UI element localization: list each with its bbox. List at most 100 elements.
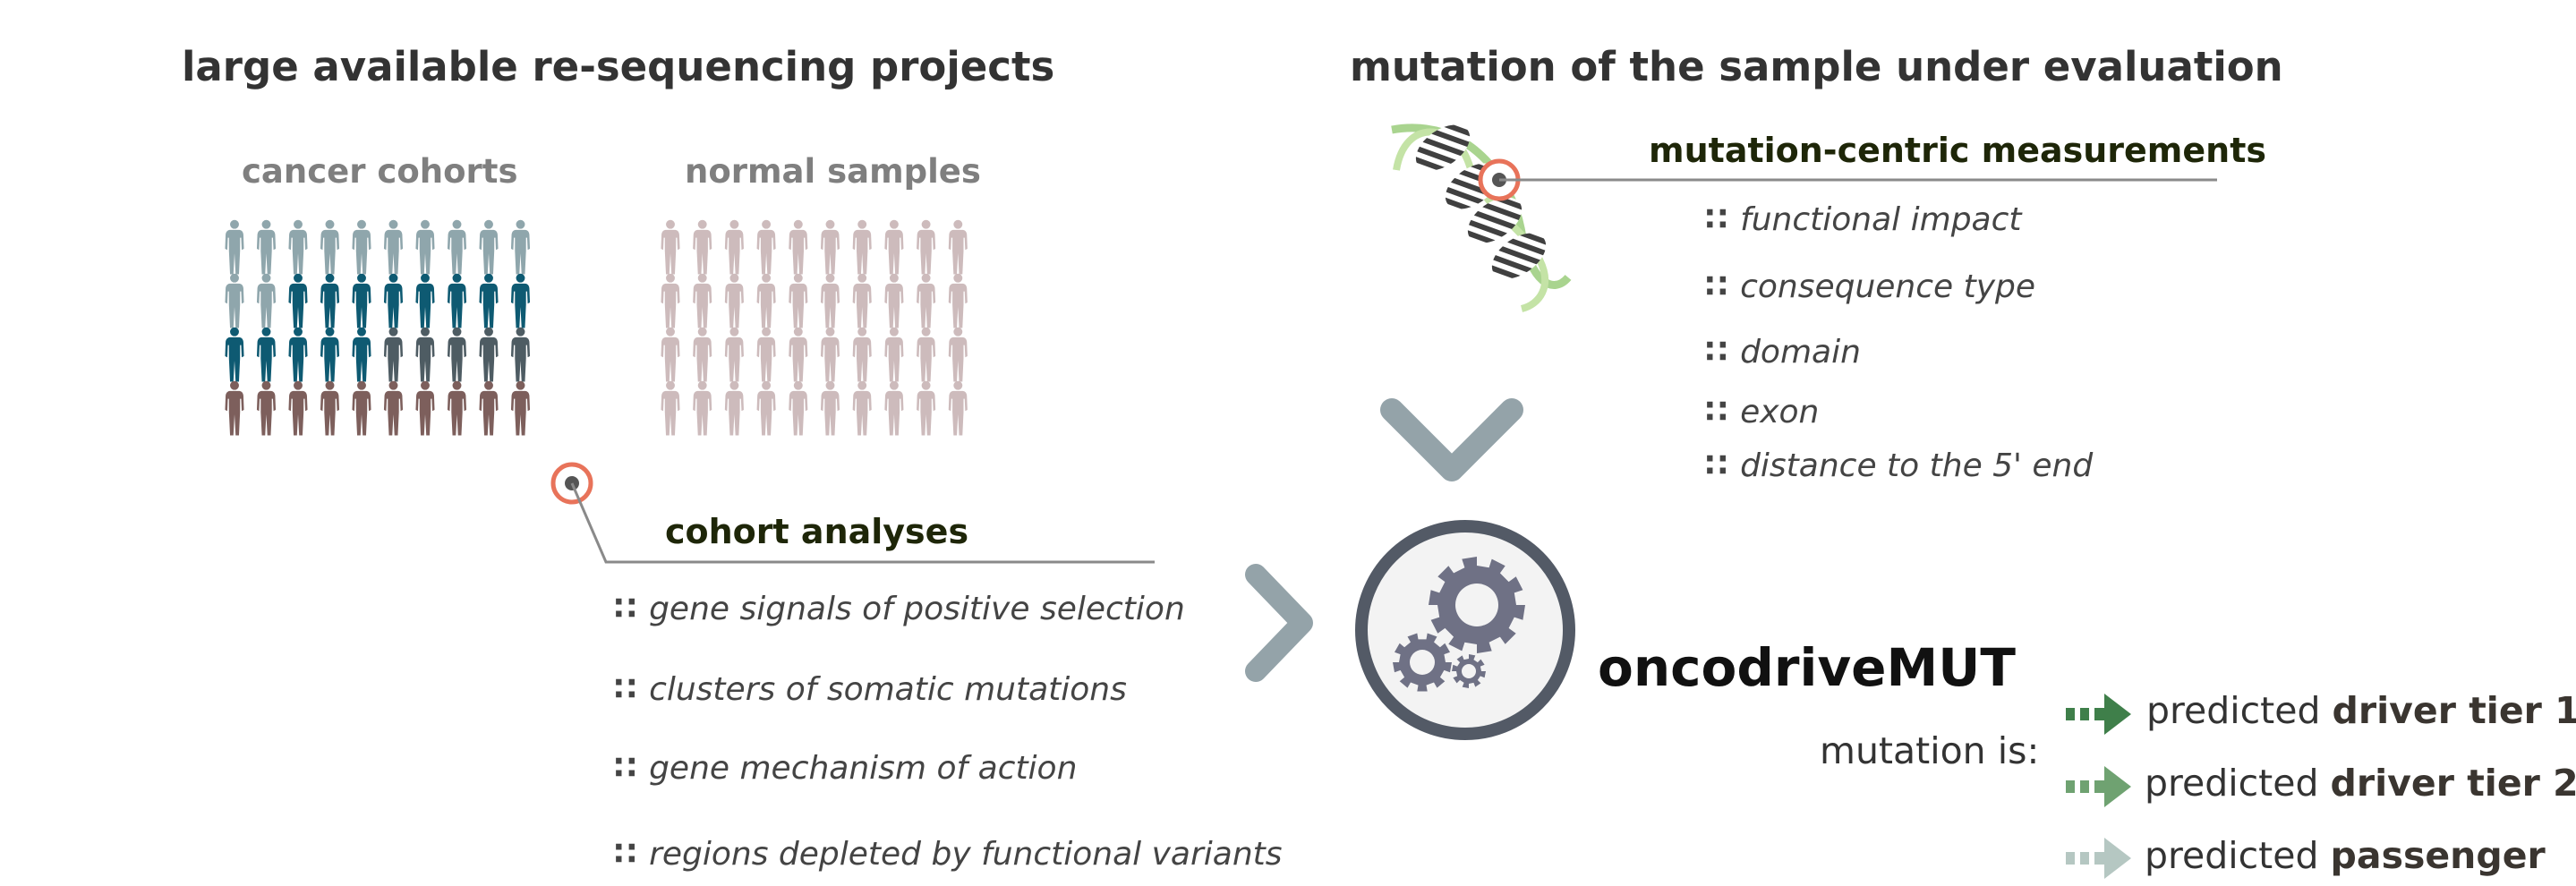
tier2-arrow-icon — [2066, 766, 2131, 807]
person-icon — [383, 273, 404, 328]
chevron-right-icon — [1245, 564, 1313, 682]
person-icon — [479, 219, 499, 275]
person-icon — [789, 327, 808, 382]
normal-samples-crowd — [661, 219, 968, 436]
person-icon — [510, 273, 531, 328]
person-icon — [320, 219, 340, 275]
person-icon — [852, 219, 872, 275]
person-icon — [661, 380, 680, 436]
person-icon — [352, 327, 371, 382]
person-icon — [948, 219, 968, 275]
person-icon — [447, 327, 467, 382]
person-icon — [852, 273, 872, 328]
measurements-heading: mutation-centric measurements — [1649, 131, 2267, 170]
person-icon — [948, 380, 968, 436]
cancer-cohorts-label: cancer cohorts — [242, 152, 518, 191]
person-icon — [383, 327, 404, 382]
person-icon — [225, 380, 244, 436]
person-icon — [225, 327, 244, 382]
person-icon — [820, 327, 840, 382]
measurement-item-5: ∷distance to the 5' end — [1705, 447, 2094, 484]
tool-name: oncodriveMUT — [1598, 637, 2016, 698]
bullet-icon: ∷ — [614, 671, 637, 708]
person-icon — [884, 273, 904, 328]
person-icon — [447, 273, 467, 328]
person-icon — [693, 327, 712, 382]
person-icon — [352, 380, 371, 436]
person-icon — [256, 327, 277, 382]
bullet-icon: ∷ — [1705, 447, 1728, 484]
bullet-icon: ∷ — [1705, 334, 1728, 371]
person-icon — [884, 327, 904, 382]
prediction-tier2: predicted driver tier 2 — [2145, 762, 2576, 805]
chevron-down-icon — [1380, 398, 1523, 481]
person-icon — [948, 273, 968, 328]
person-icon — [383, 219, 404, 275]
measurement-item-4: ∷exon — [1705, 394, 1820, 430]
person-icon — [789, 219, 808, 275]
person-icon — [948, 327, 968, 382]
normal-samples-label: normal samples — [685, 152, 981, 191]
person-icon — [884, 380, 904, 436]
person-icon — [693, 380, 712, 436]
person-icon — [917, 219, 936, 275]
person-icon — [479, 327, 499, 382]
person-icon — [288, 219, 308, 275]
person-icon — [225, 273, 244, 328]
person-icon — [820, 273, 840, 328]
person-icon — [479, 273, 499, 328]
person-icon — [724, 219, 744, 275]
person-icon — [820, 219, 840, 275]
cohort-item-4: ∷regions depleted by functional variants — [614, 836, 1283, 873]
person-icon — [724, 380, 744, 436]
passenger-arrow-icon — [2066, 838, 2131, 879]
person-icon — [320, 327, 340, 382]
bullet-icon: ∷ — [1705, 394, 1728, 430]
left-title: large available re-sequencing projects — [182, 43, 1055, 90]
cohort-leader-line — [570, 482, 1155, 564]
person-icon — [479, 380, 499, 436]
person-icon — [447, 219, 467, 275]
person-icon — [693, 219, 712, 275]
person-icon — [320, 273, 340, 328]
person-icon — [383, 380, 404, 436]
person-icon — [884, 219, 904, 275]
bullet-icon: ∷ — [614, 836, 637, 873]
right-title: mutation of the sample under evaluation — [1350, 43, 2283, 90]
person-icon — [288, 273, 308, 328]
person-icon — [756, 219, 776, 275]
person-icon — [661, 219, 680, 275]
person-icon — [852, 380, 872, 436]
person-icon — [756, 380, 776, 436]
person-icon — [917, 380, 936, 436]
measurement-item-3: ∷domain — [1705, 334, 1861, 371]
person-icon — [415, 219, 435, 275]
cohort-item-1: ∷gene signals of positive selection — [614, 591, 1185, 627]
person-icon — [917, 273, 936, 328]
person-icon — [352, 219, 371, 275]
person-icon — [256, 219, 277, 275]
measurement-item-1: ∷functional impact — [1705, 201, 2022, 238]
person-icon — [415, 327, 435, 382]
person-icon — [789, 273, 808, 328]
person-icon — [415, 273, 435, 328]
person-icon — [256, 380, 277, 436]
cohort-item-2: ∷clusters of somatic mutations — [614, 671, 1127, 708]
person-icon — [693, 273, 712, 328]
person-icon — [288, 380, 308, 436]
dna-helix-icon — [1391, 124, 1572, 312]
person-icon — [447, 380, 467, 436]
person-icon — [724, 327, 744, 382]
person-icon — [320, 380, 340, 436]
person-icon — [225, 219, 244, 275]
person-icon — [756, 273, 776, 328]
tier1-arrow-icon — [2066, 694, 2131, 735]
measurement-item-2: ∷consequence type — [1705, 268, 2036, 305]
person-icon — [288, 327, 308, 382]
person-icon — [820, 380, 840, 436]
person-icon — [510, 380, 531, 436]
bullet-icon: ∷ — [1705, 201, 1728, 238]
person-icon — [352, 273, 371, 328]
bullet-icon: ∷ — [614, 750, 637, 787]
person-icon — [724, 273, 744, 328]
